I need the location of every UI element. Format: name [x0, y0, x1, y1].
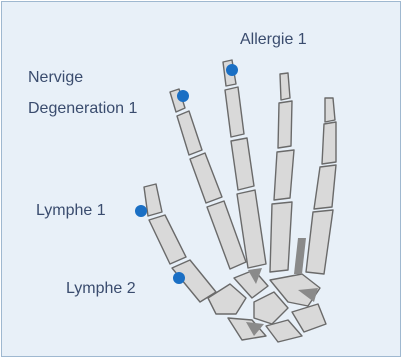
ring-finger-distal-phalanx [280, 73, 290, 100]
carpal-scaphoid [228, 318, 266, 340]
label-nervige-line2: Degeneration 1 [28, 98, 137, 120]
index-finger-proximal-phalanx [190, 153, 222, 203]
carpal-bones [208, 270, 326, 342]
middle-finger-middle-phalanx [225, 87, 244, 137]
shadow-between-ring-little [294, 238, 306, 274]
thumb-proximal-phalanx [149, 215, 186, 264]
middle-finger-proximal-phalanx [231, 138, 254, 190]
ring-finger-metacarpal [270, 202, 292, 272]
little-finger-distal-phalanx [325, 98, 335, 122]
index-finger-middle-phalanx [177, 111, 202, 155]
label-nervige-line1: Nervige [28, 67, 83, 89]
label-allergie-1: Allergie 1 [240, 29, 307, 51]
little-finger-bones [306, 98, 336, 274]
little-finger-middle-phalanx [322, 122, 336, 164]
carpal-triquetrum [292, 304, 326, 332]
little-finger-metacarpal [306, 210, 333, 274]
marker-lymphe-1 [135, 205, 147, 217]
marker-allergie-1 [226, 64, 238, 76]
marker-lymphe-2 [173, 272, 185, 284]
ring-finger-middle-phalanx [278, 101, 292, 148]
label-lymphe-1: Lymphe 1 [36, 200, 106, 222]
ring-finger-bones [270, 73, 294, 272]
little-finger-proximal-phalanx [314, 165, 336, 209]
ring-finger-proximal-phalanx [274, 150, 294, 200]
label-lymphe-2: Lymphe 2 [66, 278, 136, 300]
marker-nervige-degeneration-1 [177, 90, 189, 102]
